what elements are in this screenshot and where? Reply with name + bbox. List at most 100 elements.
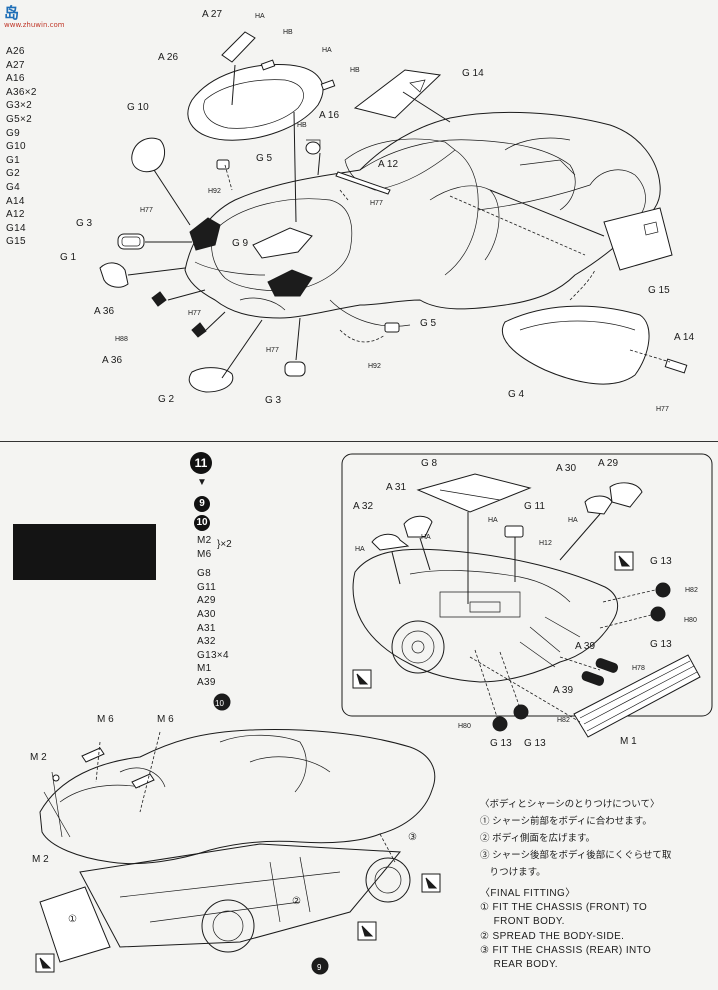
section-divider [0, 441, 718, 442]
tag-h78: H78 [632, 665, 645, 672]
part-item: G9 [6, 127, 20, 139]
part-a12 [335, 171, 391, 195]
label-a31: A 31 [386, 482, 406, 493]
part-g13-a [655, 582, 671, 598]
label-g4: G 4 [508, 389, 525, 400]
tag-h77-5: H77 [656, 406, 669, 413]
parts-list-top: A26 A27 A16 A36×2 G3×2 G5×2 G9 G10 G1 G2… [6, 45, 37, 249]
label-a36-upper: A 36 [94, 306, 114, 317]
label-a26: A 26 [158, 52, 178, 63]
tag-hB-2: HB [350, 67, 360, 74]
part-item: G8 [197, 568, 211, 580]
label-m1: M 1 [620, 736, 637, 747]
sub-step-10-badge: 10 [194, 515, 210, 531]
step-10-marker [213, 693, 231, 711]
watermark-site: www.zhuwin.com [4, 21, 65, 29]
part-item: G2 [6, 168, 20, 180]
part-a16 [305, 141, 321, 155]
part-m6-a [81, 747, 105, 763]
part-g5-bottom [384, 322, 400, 333]
part-item: G4 [6, 181, 20, 193]
part-item: G5×2 [6, 113, 32, 125]
final-chassis [79, 843, 402, 948]
tag-hA-3: HA [488, 517, 498, 524]
part-g14 [353, 69, 442, 119]
part-item: G14 [6, 222, 26, 234]
label-a27: A 27 [202, 9, 222, 20]
label-g1: G 1 [60, 252, 77, 263]
part-m6-b [131, 773, 155, 789]
label-g13-c: G 13 [490, 738, 512, 749]
label-g15: G 15 [648, 285, 670, 296]
label-a29: A 29 [598, 458, 618, 469]
tag-h77-3: H77 [188, 310, 201, 317]
part-g13-b [650, 606, 666, 622]
multiplier-bracket: }×2 [217, 539, 232, 550]
tag-h88: H88 [115, 336, 128, 343]
step-11-badge: 11 [190, 452, 212, 474]
tag-h12: H12 [539, 540, 552, 547]
notes-jp-title: 〈ボディとシャーシのとりつけについて〉 [480, 799, 660, 810]
label-m6-a: M 6 [97, 714, 114, 725]
part-a39-a [595, 658, 619, 673]
part-item: G10 [6, 141, 26, 153]
label-a32: A 32 [353, 501, 373, 512]
tag-h82-1: H82 [685, 587, 698, 594]
part-a32 [371, 533, 410, 551]
rear-wheel-full [365, 857, 411, 903]
watermark-logo: 岛 [4, 4, 20, 22]
notes-jp-item: ② ボディ側面を広げます。 [480, 833, 596, 844]
label-g2: G 2 [158, 394, 175, 405]
label-a14: A 14 [674, 332, 694, 343]
notes-english: 〈FINAL FITTING〉 ① FIT THE CHASSIS (FRONT… [480, 887, 651, 972]
label-step10: 10 [215, 699, 224, 708]
tag-h77-4: H77 [266, 347, 279, 354]
part-item: G11 [197, 581, 217, 593]
part-item: A32 [197, 636, 216, 648]
part-g3-left [117, 233, 145, 250]
parts-list-bottom: M2 M6 G8 G11 A29 A30 A31 A32 G13×4 M1 A3… [197, 534, 229, 690]
step-9-marker [311, 957, 329, 975]
notes-en-item: REAR BODY. [480, 959, 558, 971]
notes-en-title: 〈FINAL FITTING〉 [480, 888, 576, 899]
part-item: A12 [6, 209, 25, 221]
part-g11 [504, 525, 524, 538]
part-item: A29 [197, 595, 216, 607]
label-g5-top: G 5 [256, 153, 273, 164]
car-body-outline [184, 111, 661, 319]
part-a36-lower [191, 322, 207, 338]
rear-chassis-outline [352, 548, 619, 683]
part-g10 [131, 137, 166, 173]
tag-h82-2: H82 [557, 717, 570, 724]
tag-h80-1: H80 [684, 617, 697, 624]
label-g9: G 9 [232, 238, 249, 249]
part-item: G15 [6, 236, 26, 248]
part-a39-b [581, 671, 605, 686]
label-a36-lower: A 36 [102, 355, 122, 366]
label-m6-b: M 6 [157, 714, 174, 725]
label-g14: G 14 [462, 68, 484, 79]
notes-en-item: ③ FIT THE CHASSIS (REAR) INTO [480, 944, 652, 956]
tag-h77-1: H77 [140, 207, 153, 214]
part-a27 [221, 31, 256, 63]
label-g13-d: G 13 [524, 738, 546, 749]
notes-en-item: FRONT BODY. [480, 916, 565, 928]
part-item: A16 [6, 73, 25, 85]
label-step9: 9 [317, 963, 322, 972]
part-g13-d [513, 704, 529, 720]
headlight-right [267, 269, 313, 297]
part-item: A26 [6, 46, 25, 57]
tag-hA-1: HA [355, 546, 365, 553]
part-a26 [187, 64, 324, 141]
notes-japanese: 〈ボディとシャーシのとりつけについて〉 ① シャーシ前部をボディに合わせます。 … [480, 796, 671, 881]
notes-en-item: ① FIT THE CHASSIS (FRONT) TO [480, 902, 648, 914]
part-a31 [403, 515, 433, 538]
tag-hA-2: HA [421, 534, 431, 541]
final-car-body [39, 729, 436, 865]
part-g13-c [492, 716, 508, 732]
tag-h92-2: H92 [368, 363, 381, 370]
part-g2 [188, 367, 234, 393]
notes-jp-item: りつけます。 [480, 867, 546, 878]
label-a12: A 12 [378, 159, 398, 170]
